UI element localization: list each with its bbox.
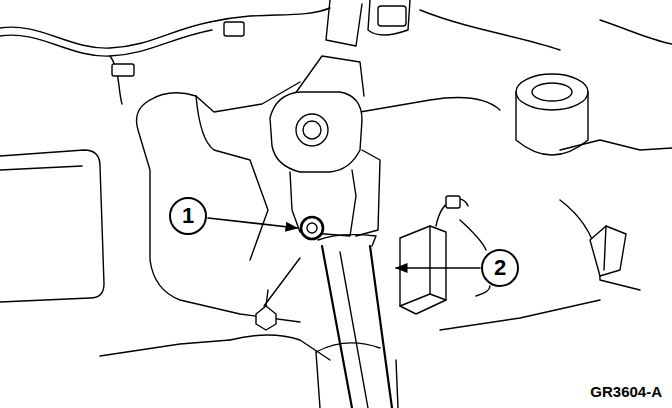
sensor-connector bbox=[400, 226, 430, 306]
callout-number: 2 bbox=[494, 257, 506, 279]
sensor-connector bbox=[400, 196, 490, 314]
steering-shaft bbox=[322, 246, 352, 408]
steering-shaft bbox=[370, 246, 392, 408]
wiring-harness bbox=[112, 64, 134, 76]
cylinder-component bbox=[516, 74, 626, 276]
upper-shaft bbox=[326, 0, 362, 46]
module-housing bbox=[0, 150, 104, 302]
figure-code: GR3604-A bbox=[588, 383, 664, 400]
sensor-connector bbox=[446, 196, 460, 208]
universal-joint bbox=[303, 121, 321, 139]
mounting-stud bbox=[256, 258, 300, 330]
pinch-bolt bbox=[301, 217, 323, 239]
engine-housing bbox=[100, 82, 672, 360]
callout-number: 1 bbox=[182, 205, 194, 227]
engine-housing bbox=[230, 335, 330, 360]
pinch-bolt bbox=[307, 223, 317, 233]
module-housing bbox=[0, 150, 104, 302]
leader-line bbox=[396, 267, 480, 269]
steering-shaft bbox=[318, 235, 392, 408]
engine-housing bbox=[440, 300, 600, 330]
sensor-connector bbox=[476, 286, 490, 296]
wiring-harness bbox=[600, 20, 672, 44]
sensor-connector bbox=[460, 220, 486, 250]
engine-housing bbox=[100, 340, 230, 356]
leader-line bbox=[208, 218, 297, 228]
sensor-connector bbox=[400, 226, 446, 314]
sensor-connector bbox=[430, 294, 446, 300]
mounting-stud bbox=[264, 258, 300, 306]
mounting-stud bbox=[256, 306, 276, 330]
lower-cylinder bbox=[316, 352, 320, 408]
callout-outline bbox=[482, 250, 518, 286]
lower-cylinder bbox=[316, 343, 398, 408]
upper-shaft bbox=[378, 6, 406, 26]
universal-joint bbox=[270, 92, 380, 236]
callout-circle: 2 bbox=[481, 249, 519, 287]
cylinder-component bbox=[590, 226, 626, 276]
wiring-harness bbox=[210, 8, 330, 22]
lower-cylinder bbox=[316, 343, 380, 352]
steering-shaft bbox=[318, 235, 376, 246]
pinch-bolt bbox=[301, 217, 323, 239]
engine-housing bbox=[360, 98, 500, 112]
universal-joint bbox=[270, 92, 362, 172]
upper-shaft bbox=[368, 0, 410, 35]
cylinder-component bbox=[516, 74, 588, 110]
callout-outline bbox=[170, 198, 206, 234]
wiring-harness bbox=[110, 56, 122, 104]
upper-shaft bbox=[292, 0, 410, 98]
wiring-harness bbox=[0, 22, 210, 48]
wiring-harness bbox=[420, 10, 560, 50]
module-housing bbox=[0, 166, 82, 170]
steering-shaft bbox=[340, 252, 368, 408]
leader-line bbox=[208, 218, 480, 268]
cylinder-component bbox=[604, 226, 606, 270]
wiring-harness bbox=[224, 22, 244, 36]
engine-housing bbox=[560, 200, 640, 290]
cylinder-component bbox=[532, 83, 572, 101]
wiring-harness bbox=[0, 30, 212, 56]
universal-joint bbox=[296, 114, 328, 146]
lower-cylinder bbox=[396, 360, 398, 408]
wiring-harness bbox=[0, 8, 672, 104]
universal-joint bbox=[356, 150, 380, 236]
callout-circle: 1 bbox=[169, 197, 207, 235]
engine-housing bbox=[196, 96, 268, 260]
